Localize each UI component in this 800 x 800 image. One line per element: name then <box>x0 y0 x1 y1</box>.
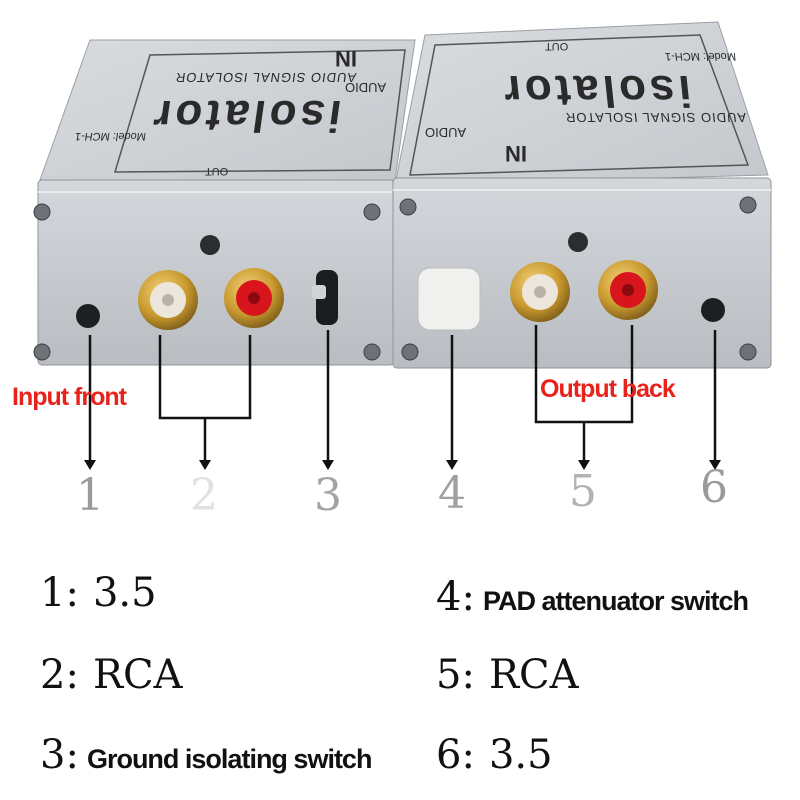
legend-item-5: 5: RCA <box>436 652 579 698</box>
left-unit <box>33 39 416 366</box>
leader-lines <box>88 325 717 460</box>
number-5: 5 <box>569 466 597 517</box>
number-3: 3 <box>314 470 342 521</box>
left-out-label: OUT <box>205 165 229 177</box>
legend-key: 4: <box>436 574 475 620</box>
left-prefix-label: IN <box>335 46 357 71</box>
left-side-label: AUDIO <box>345 80 387 95</box>
legend-item-1: 1: 3.5 <box>40 570 157 616</box>
right-subtitle-label: AUDIO SIGNAL ISOLATOR <box>564 110 747 125</box>
legend-key: 5: <box>436 652 475 698</box>
legend-item-2: 2: RCA <box>40 652 183 698</box>
number-2: 2 <box>190 470 218 521</box>
number-6: 6 <box>700 462 728 513</box>
legend-key: 3: <box>40 732 79 778</box>
device-illustration <box>33 21 772 470</box>
number-4: 4 <box>438 468 466 519</box>
number-1: 1 <box>76 470 104 521</box>
right-model-label: Model: MCH-1 <box>664 50 737 62</box>
legend-value: 3.5 <box>92 570 157 616</box>
right-out-label: OUT <box>545 40 569 52</box>
legend-key: 1: <box>40 570 79 616</box>
output-back-callout: Output back <box>540 375 676 403</box>
legend: 1: 3.5 2: RCA 3: Ground isolating switch… <box>0 540 800 800</box>
left-brand-label: isolator <box>146 90 344 140</box>
legend-item-4: 4: PAD attenuator switch <box>436 574 749 620</box>
legend-value: RCA <box>92 652 183 698</box>
right-prefix-label: IN <box>505 141 527 166</box>
legend-item-6: 6: 3.5 <box>436 732 553 778</box>
legend-item-3: 3: Ground isolating switch <box>40 732 373 778</box>
right-brand-text: isolator <box>497 66 694 115</box>
legend-key: 6: <box>436 732 475 778</box>
left-model-label: Model: MCH-1 <box>74 130 147 142</box>
left-brand-text: isolator <box>146 91 345 140</box>
right-brand-label: isolator <box>497 65 693 115</box>
right-side-label: AUDIO <box>425 125 467 140</box>
left-subtitle-label: AUDIO SIGNAL ISOLATOR <box>173 70 358 85</box>
legend-value: PAD attenuator switch <box>482 586 749 616</box>
legend-value: Ground isolating switch <box>86 744 373 774</box>
legend-value: RCA <box>488 652 579 698</box>
input-front-callout: Input front <box>12 383 127 411</box>
legend-value: 3.5 <box>488 732 553 778</box>
right-unit <box>392 21 772 369</box>
legend-key: 2: <box>40 652 79 698</box>
product-photo: isolator IN AUDIO SIGNAL ISOLATOR Model:… <box>12 21 772 521</box>
